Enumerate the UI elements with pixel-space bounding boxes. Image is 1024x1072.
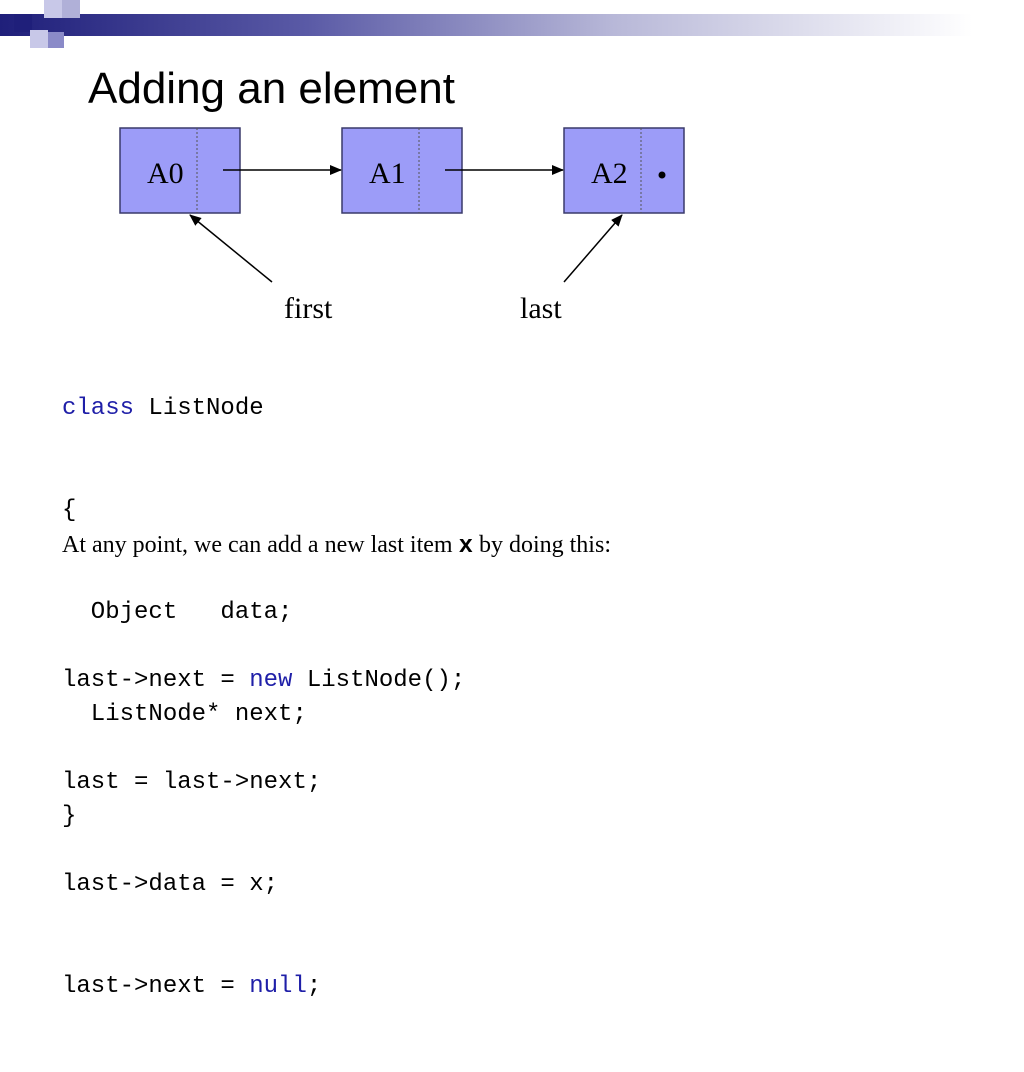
- operations-code: last->next = new ListNode(); last = last…: [62, 596, 465, 1072]
- list-node-box: [119, 127, 241, 214]
- code-line: {: [62, 497, 77, 524]
- decorative-square: [48, 32, 64, 48]
- code-text: last->next =: [62, 667, 250, 694]
- slide-title: Adding an element: [88, 64, 455, 113]
- code-line: last->data = x;: [62, 871, 279, 898]
- linked-list-diagram: A0 A1 A2 first last: [119, 127, 685, 325]
- pointer-arrow-first: [189, 214, 273, 283]
- decorative-square: [62, 0, 80, 18]
- code-keyword: class: [62, 395, 135, 422]
- code-line: last->next = new ListNode();: [62, 664, 465, 698]
- code-line: Object data;: [62, 599, 293, 626]
- decorative-square: [44, 0, 62, 18]
- code-keyword: new: [249, 667, 293, 694]
- slide: Adding an element A0 A1 A2 first last class …: [0, 0, 1024, 1000]
- pointer-label-last: last: [520, 292, 562, 325]
- prose-variable: x: [458, 533, 473, 560]
- code-text: ListNode: [134, 395, 264, 422]
- null-pointer-dot: [658, 171, 666, 179]
- pointer-arrow-last: [563, 214, 623, 283]
- class-definition-code: class ListNode { Object data; ListNode* …: [62, 324, 307, 902]
- code-line: last = last->next;: [62, 769, 322, 796]
- decorative-square: [30, 30, 48, 48]
- pointer-label-first: first: [284, 292, 333, 325]
- code-keyword: null: [249, 973, 307, 1000]
- list-node-box: [341, 127, 463, 214]
- node-label: A1: [369, 157, 406, 190]
- code-text: ;: [306, 973, 322, 1000]
- code-line: ListNode* next;: [62, 701, 307, 728]
- explanation-text: At any point, we can add a new last item…: [62, 532, 611, 560]
- list-node-box: [563, 127, 685, 214]
- prose-before: At any point, we can add a new last item: [62, 532, 459, 558]
- node-label: A2: [591, 157, 628, 190]
- code-text: last->next =: [62, 973, 250, 1000]
- node-label: A0: [147, 157, 184, 190]
- code-line: class ListNode: [62, 392, 307, 426]
- code-text: ListNode();: [292, 667, 466, 694]
- decorative-square: [14, 14, 32, 32]
- decorative-header-bar: [0, 14, 1024, 36]
- prose-after: by doing this:: [472, 532, 611, 558]
- code-line: last->next = null;: [62, 970, 465, 1004]
